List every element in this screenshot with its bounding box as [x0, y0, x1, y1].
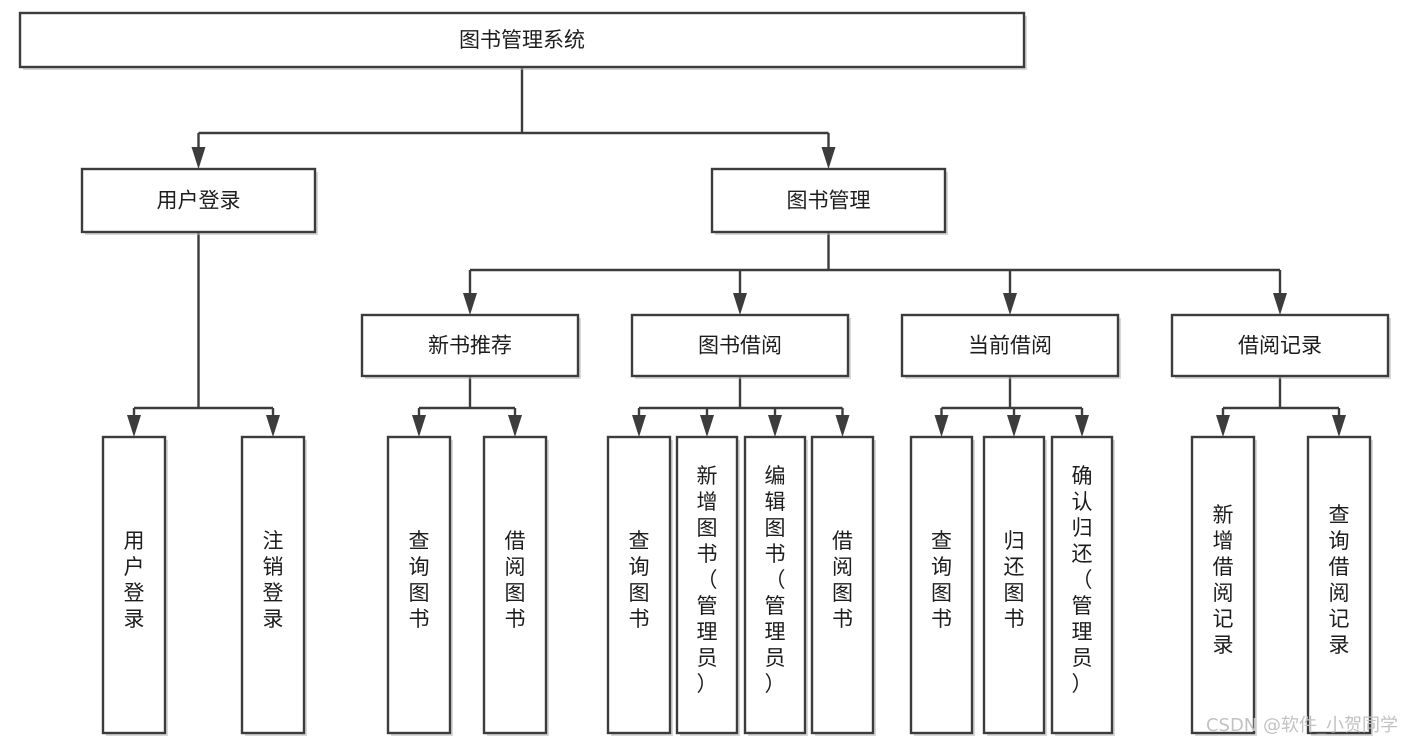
node-book-management[interactable]: 图书管理: [710, 167, 948, 235]
node-label: 归还图书: [1004, 529, 1025, 631]
node-label: 查询图书: [629, 529, 650, 631]
node-leaf-return-book[interactable]: 归还图书: [982, 435, 1047, 736]
arrow-head-child: [127, 415, 141, 437]
arrow-head-child: [768, 415, 782, 437]
arrow-head-child: [632, 415, 646, 437]
node-label: 确认归还（管理员）: [1072, 464, 1093, 696]
arrow-head-child: [700, 415, 714, 437]
node-outline: [982, 435, 1046, 735]
node-leaf-query-book-borrow[interactable]: 查询图书: [606, 435, 673, 736]
node-outline: [675, 435, 739, 735]
node-outline: [743, 435, 807, 735]
node-label: 借阅图书: [505, 529, 526, 631]
node-leaf-add-book[interactable]: 新增图书（管理员）: [675, 435, 740, 736]
node-label: 图书管理系统: [459, 28, 585, 52]
node-user-login[interactable]: 用户登录: [80, 167, 318, 235]
node-outline: [1190, 435, 1256, 735]
node-label: 查询图书: [931, 529, 952, 631]
node-outline: [909, 435, 974, 735]
node-new-book-recommend[interactable]: 新书推荐: [360, 313, 581, 379]
csdn-watermark: CSDN @软件_小贺同学: [1206, 715, 1398, 736]
node-outline: [360, 313, 580, 378]
arrow-head-child: [266, 415, 280, 437]
arrow-head-child: [1332, 415, 1346, 437]
node-label: 用户登录: [157, 189, 241, 213]
node-outline: [18, 11, 1026, 69]
node-outline: [810, 435, 875, 735]
node-label: 图书借阅: [698, 334, 782, 358]
connector-lines: [127, 67, 1346, 437]
node-outline: [1170, 313, 1390, 378]
node-outline: [80, 167, 317, 234]
arrow-head-child: [934, 415, 949, 437]
node-leaf-edit-book[interactable]: 编辑图书（管理员）: [743, 435, 808, 736]
arrow-head-child: [821, 147, 836, 169]
arrow-head-child: [1216, 415, 1230, 437]
arrow-head-child: [1003, 293, 1017, 315]
node-leaf-borrow-book[interactable]: 借阅图书: [810, 435, 876, 736]
node-label: 编辑图书（管理员）: [765, 464, 786, 696]
arrow-head-child: [1075, 415, 1089, 437]
node-outline: [240, 435, 306, 735]
arrow-head-child: [1007, 415, 1021, 437]
node-root[interactable]: 图书管理系统: [18, 11, 1027, 70]
node-label: 借阅记录: [1238, 334, 1322, 358]
node-book-borrow[interactable]: 图书借阅: [630, 313, 851, 379]
node-leaf-add-borrow-record[interactable]: 新增借阅记录: [1190, 435, 1257, 736]
node-outline: [710, 167, 947, 234]
node-outline: [900, 313, 1120, 378]
node-outline: [1050, 435, 1114, 735]
node-leaf-confirm-return[interactable]: 确认归还（管理员）: [1050, 435, 1115, 736]
node-leaf-query-borrow-record[interactable]: 查询借阅记录: [1306, 435, 1373, 736]
node-label: 查询借阅记录: [1329, 503, 1350, 657]
arrow-head-child: [733, 293, 747, 315]
node-label: 注销登录: [263, 529, 284, 631]
arrow-head-child: [835, 415, 850, 437]
node-leaf-query-book-rec[interactable]: 查询图书: [386, 435, 453, 736]
node-leaf-logout[interactable]: 注销登录: [240, 435, 307, 736]
node-label: 新书推荐: [428, 334, 512, 358]
node-label: 借阅图书: [832, 529, 853, 631]
node-outline: [386, 435, 452, 735]
node-boxes: 图书管理系统用户登录图书管理新书推荐图书借阅当前借阅借阅记录用户登录注销登录查询…: [18, 11, 1391, 736]
node-outline: [482, 435, 548, 735]
node-outline: [630, 313, 850, 378]
arrow-head-child: [191, 147, 206, 169]
node-label: 用户登录: [124, 529, 145, 631]
arrow-head-child: [463, 293, 477, 315]
node-outline: [606, 435, 672, 735]
node-outline: [1306, 435, 1372, 735]
node-label: 查询图书: [409, 529, 430, 631]
node-label: 新增借阅记录: [1213, 503, 1234, 657]
node-leaf-query-book-current[interactable]: 查询图书: [909, 435, 975, 736]
arrow-head-child: [1273, 293, 1287, 315]
node-leaf-borrow-book-rec[interactable]: 借阅图书: [482, 435, 549, 736]
arrow-head-child: [412, 415, 426, 437]
arrow-head-child: [508, 415, 522, 437]
node-label: 当前借阅: [968, 334, 1052, 358]
node-current-borrow[interactable]: 当前借阅: [900, 313, 1121, 379]
node-leaf-user-login[interactable]: 用户登录: [101, 435, 168, 736]
node-label: 图书管理: [787, 189, 871, 213]
node-outline: [101, 435, 167, 735]
node-borrow-record[interactable]: 借阅记录: [1170, 313, 1391, 379]
node-label: 新增图书（管理员）: [697, 464, 718, 696]
